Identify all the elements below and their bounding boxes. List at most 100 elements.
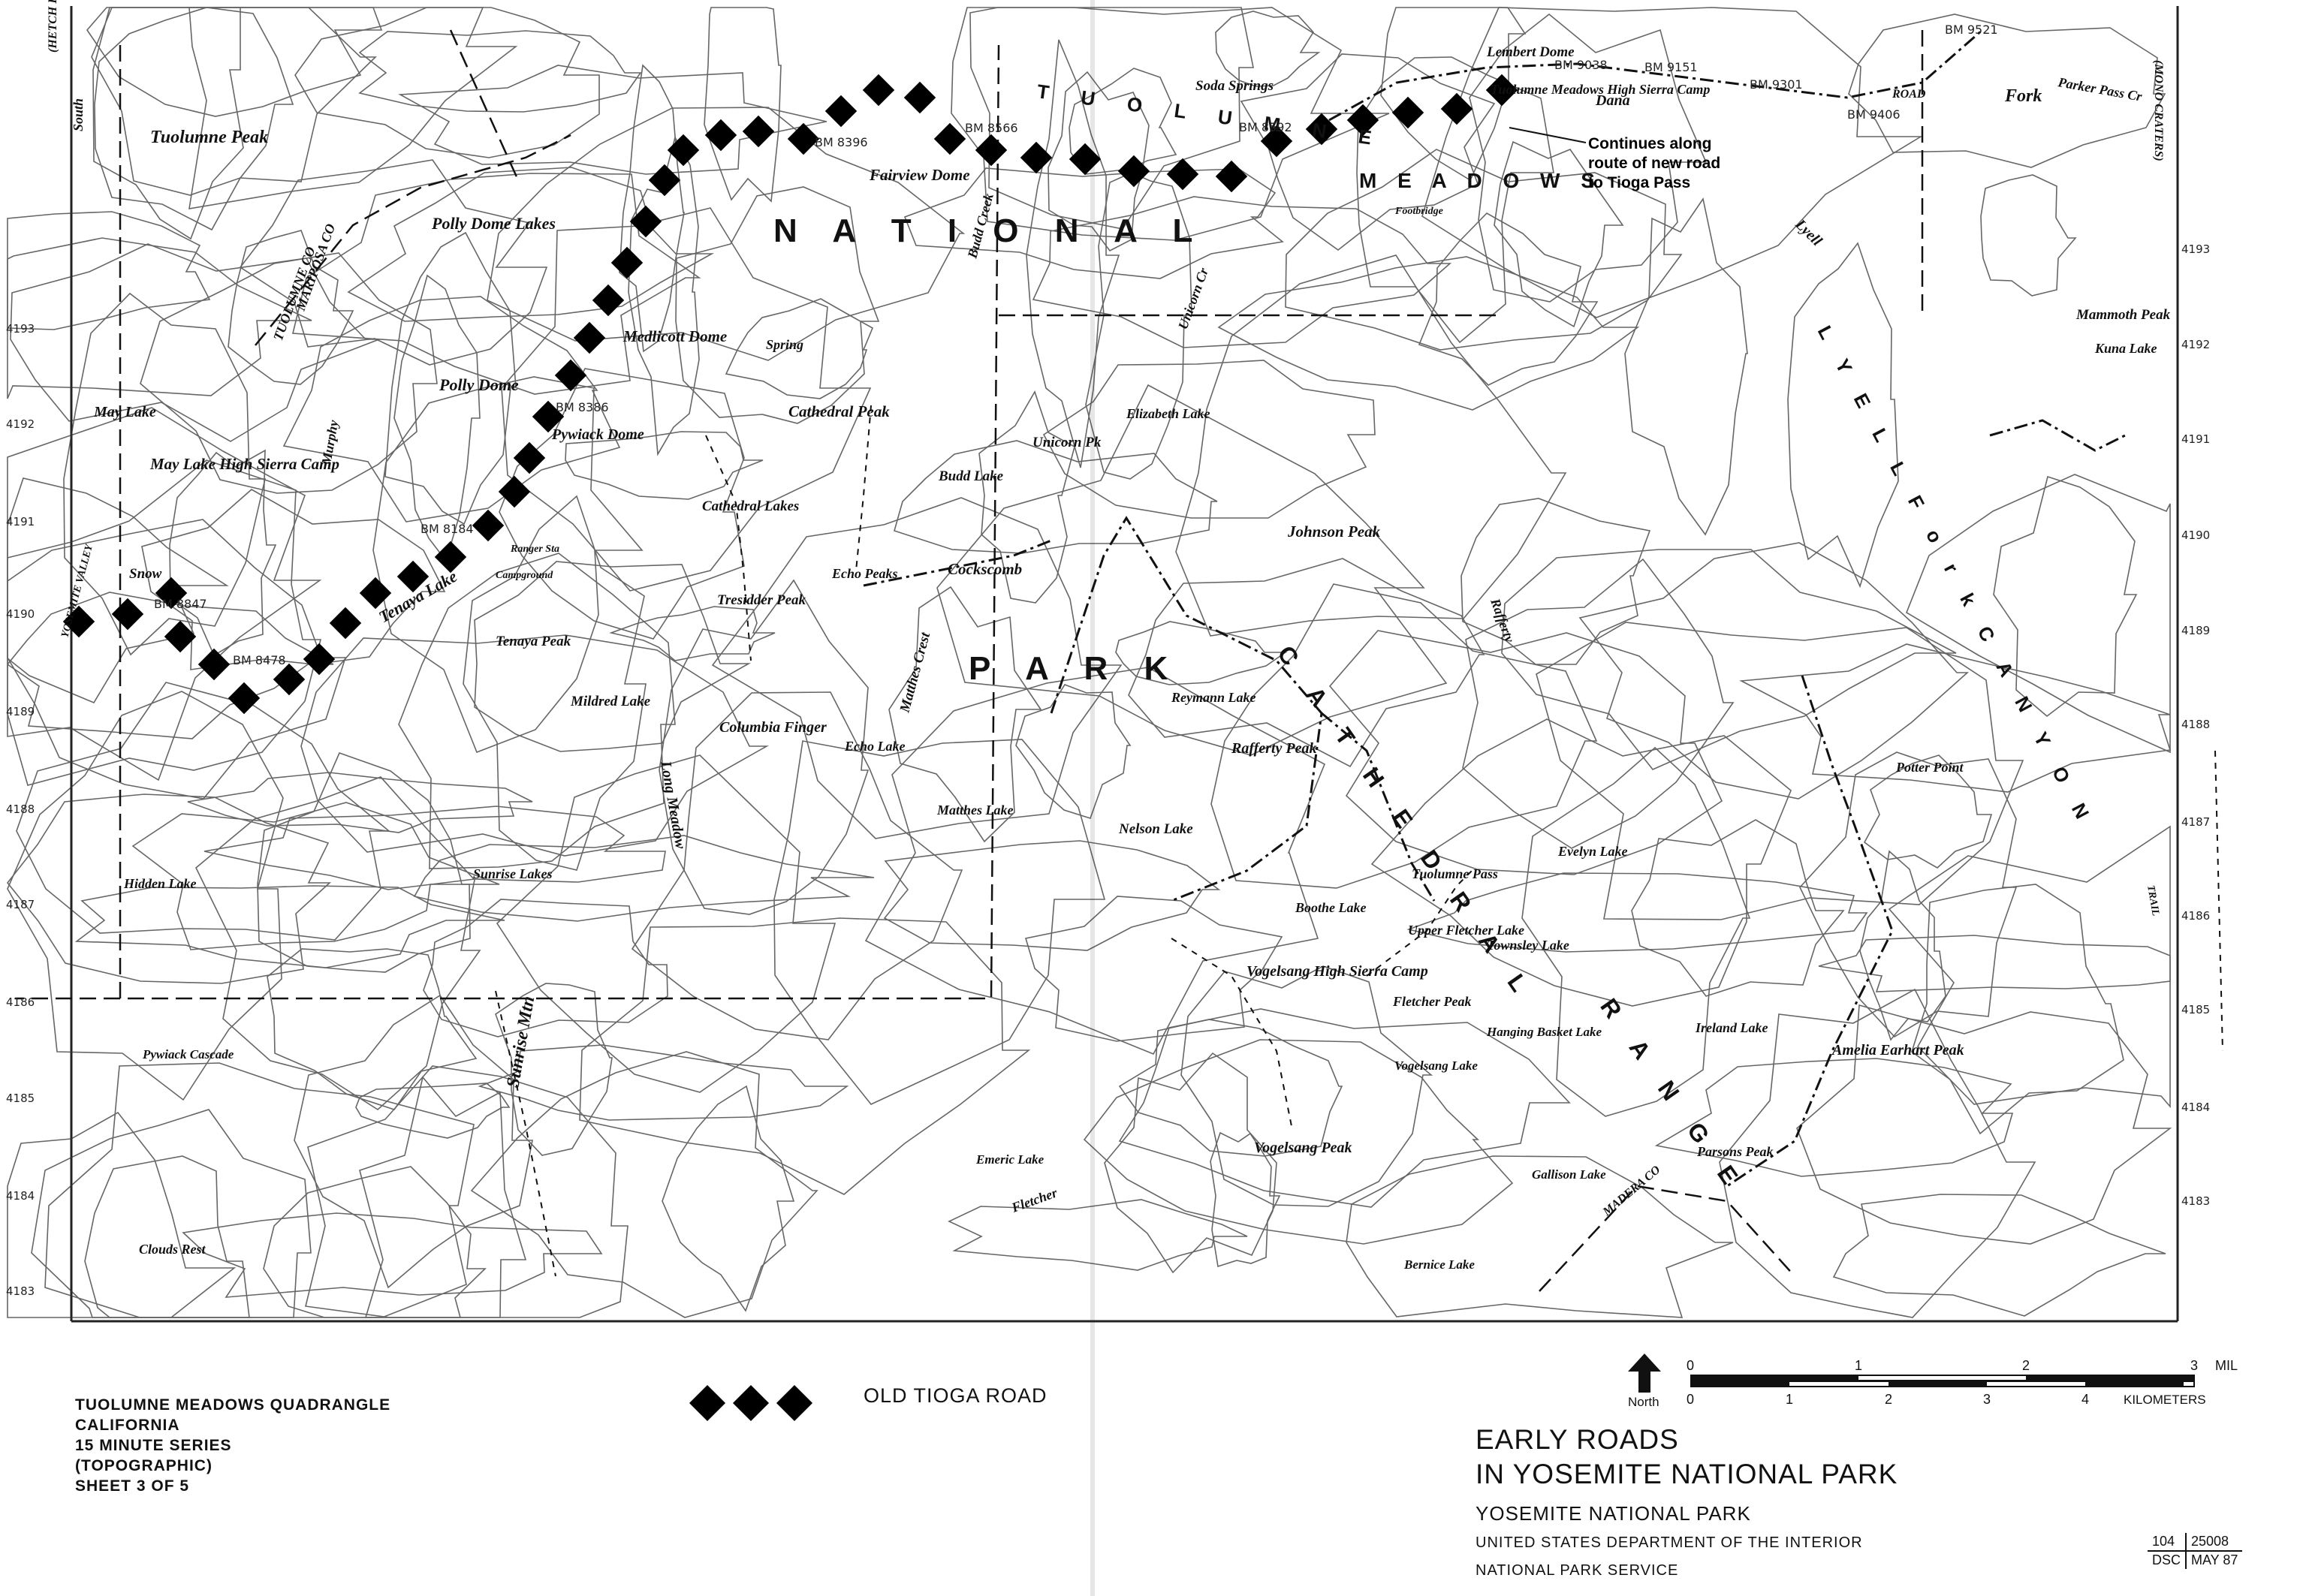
tick-left: 4193 — [6, 322, 35, 336]
benchmark-label: BM 8592 — [1239, 120, 1292, 134]
place-label-pywiack-cascade: Pywiack Cascade — [142, 1047, 234, 1061]
place-label-ireland-lake: Ireland Lake — [1695, 1020, 1768, 1035]
tick-left: 4190 — [6, 607, 35, 621]
map-frame — [70, 6, 2179, 1323]
drawing-no-c: DSC — [2148, 1551, 2187, 1569]
tick-right: 4187 — [2181, 815, 2210, 829]
place-label-fork: Fork — [2004, 86, 2042, 106]
trails — [495, 405, 2223, 1277]
title-block: EARLY ROADS IN YOSEMITE NATIONAL PARK YO… — [1476, 1423, 2271, 1581]
km-tick-3: 3 — [1983, 1392, 1991, 1407]
tick-left: 4183 — [6, 1284, 35, 1298]
place-label-tm-hsc: Tuolumne Meadows High Sierra Camp — [1491, 82, 1710, 97]
place-label-sunrise-lakes: Sunrise Lakes — [473, 866, 553, 881]
place-label-cathedral-peak: Cathedral Peak — [788, 402, 890, 420]
road-diamond — [1346, 104, 1379, 137]
place-label-fletcher-peak: Fletcher Peak — [1392, 994, 1471, 1009]
road-diamond — [903, 81, 936, 114]
place-label-echo-peaks: Echo Peaks — [831, 566, 898, 581]
quad-line-4: (TOPOGRAPHIC) — [75, 1457, 213, 1474]
place-label-tuolumne-pass: Tuolumne Pass — [1412, 866, 1498, 881]
place-label-snow: Snow — [129, 566, 162, 582]
tick-left: 4185 — [6, 1092, 35, 1105]
place-label-rafferty-peak: Rafferty Peak — [1231, 740, 1317, 757]
place-label-mammoth-peak: Mammoth Peak — [2075, 307, 2171, 323]
place-label-south: South — [71, 98, 86, 131]
drawing-no-b: 25008 — [2186, 1533, 2243, 1552]
road-diamond — [1166, 158, 1199, 191]
place-label-footbridge: Footbridge — [1394, 206, 1443, 217]
place-label-may-lake: May Lake — [93, 404, 156, 420]
tick-right: 4185 — [2181, 1003, 2210, 1016]
mile-tick-3: 3 — [2190, 1358, 2198, 1373]
place-label-matthes-lake: Matthes Lake — [936, 803, 1014, 818]
place-label-amelia-earhart: Amelia Earhart Peak — [1831, 1042, 1964, 1058]
road-diamond — [824, 95, 858, 128]
place-label-gallison-lake: Gallison Lake — [1532, 1167, 1606, 1182]
km-tick-4: 4 — [2081, 1392, 2089, 1407]
tick-left: 4186 — [6, 995, 35, 1009]
road-diamond — [1391, 96, 1424, 129]
benchmark-label: BM 9038 — [1554, 58, 1608, 72]
km-label: KILOMETERS — [2124, 1393, 2206, 1407]
benchmark-label: BM 8847 — [154, 597, 207, 611]
diamond-symbols — [687, 1381, 822, 1426]
road-diamond — [1440, 92, 1473, 125]
road-diamond — [1117, 155, 1150, 188]
mile-tick-1: 1 — [1855, 1358, 1862, 1373]
tick-left: 4184 — [6, 1189, 35, 1203]
place-label-cockscomb: Cockscomb — [948, 560, 1022, 578]
title-line-5: NATIONAL PARK SERVICE — [1476, 1562, 1679, 1579]
benchmark-label: BM 8396 — [815, 135, 868, 149]
scale-bar: North 0 1 2 3 MILES 0 1 2 3 4 KILOMETERS — [1628, 1354, 2238, 1409]
place-label-boothe-lake: Boothe Lake — [1295, 900, 1367, 915]
note-line-1: Continues along — [1588, 135, 1712, 152]
place-label-campground: Campground — [496, 570, 553, 581]
place-label-vogelsang-peak: Vogelsang Peak — [1254, 1140, 1352, 1156]
north-arrow-icon — [1628, 1354, 1661, 1393]
km-tick-0: 0 — [1687, 1392, 1694, 1407]
drawing-no-a: 104 — [2148, 1533, 2187, 1552]
road-diamond — [1305, 113, 1338, 146]
mile-tick-2: 2 — [2022, 1358, 2030, 1373]
place-label-johnson-peak: Johnson Peak — [1287, 522, 1381, 541]
tick-right: 4189 — [2181, 624, 2210, 637]
tick-right: 4193 — [2181, 242, 2210, 256]
road-diamond — [1215, 160, 1248, 193]
tick-left: 4188 — [6, 803, 35, 816]
place-label-hanging-basket: Hanging Basket Lake — [1486, 1025, 1602, 1039]
place-label-soda-springs: Soda Springs — [1195, 78, 1274, 94]
tick-right: 4186 — [2181, 909, 2210, 923]
section-lines — [15, 29, 1924, 1292]
place-label-echo-lake: Echo Lake — [844, 739, 906, 754]
place-label-hidden-lake: Hidden Lake — [123, 876, 197, 891]
km-tick-2: 2 — [1885, 1392, 1892, 1407]
place-label-parsons-peak: Parsons Peak — [1696, 1144, 1774, 1159]
place-label-columbia-finger: Columbia Finger — [719, 719, 827, 736]
place-label-cathedral-lakes: Cathedral Lakes — [702, 498, 799, 514]
road-diamond — [1069, 143, 1102, 176]
place-label-elizabeth-lake: Elizabeth Lake — [1126, 406, 1210, 421]
place-label-vogelsang-hsc: Vogelsang High Sierra Camp — [1246, 963, 1428, 980]
tick-left: 4191 — [6, 515, 35, 528]
place-label-polly-dome: Polly Dome — [439, 375, 519, 394]
km-tick-1: 1 — [1786, 1392, 1793, 1407]
place-label-dana: Dana — [1595, 92, 1630, 109]
quadrangle-info: TUOLUMNE MEADOWS QUADRANGLE CALIFORNIA 1… — [75, 1395, 390, 1496]
old-road-label: OLD TIOGA ROAD — [864, 1384, 1048, 1407]
tick-right: 4191 — [2181, 432, 2210, 446]
road-diamond — [975, 134, 1008, 167]
note-line-3: to Tioga Pass — [1588, 174, 1690, 191]
park-lettering: P A R K — [969, 650, 1181, 687]
place-label-spring: Spring — [766, 337, 803, 352]
tick-right: 4190 — [2181, 528, 2210, 542]
tick-right: 4183 — [2181, 1194, 2210, 1208]
place-label-tresidder-peak: Tresidder Peak — [717, 592, 806, 608]
place-label-hetch-hetchy: (HETCH HETCHY RESERVOIR) — [47, 0, 59, 53]
road-diamond — [1260, 125, 1293, 158]
road-diamond — [1485, 74, 1518, 107]
tick-right: 4192 — [2181, 338, 2210, 351]
place-label-medlicott-dome: Medlicott Dome — [622, 327, 727, 345]
national-lettering: N A T I O N A L — [773, 212, 1206, 249]
